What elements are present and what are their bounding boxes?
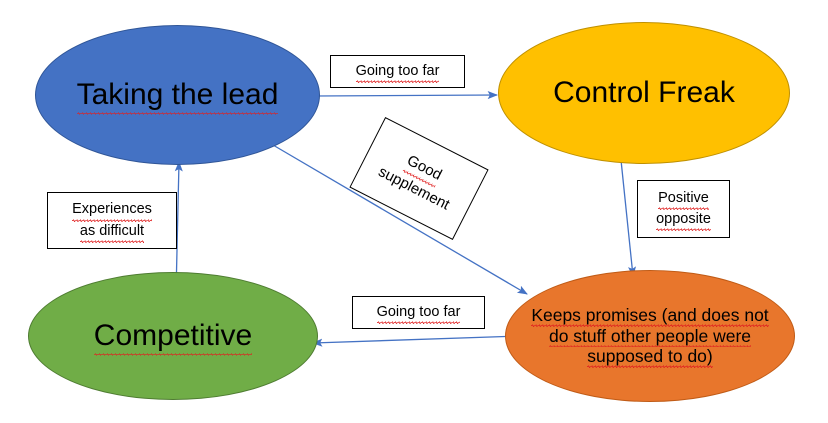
- edge-label-experiences-text: Experiences as difficult: [72, 199, 152, 243]
- edge-label-going-too-far-bottom[interactable]: Going too far: [352, 296, 485, 329]
- edge-lead-to-control: [315, 91, 499, 100]
- edge-label-experiences-line-1: Experiences: [72, 199, 152, 222]
- node-control-freak-label: Control Freak: [553, 76, 735, 110]
- node-taking-the-lead[interactable]: Taking the lead: [35, 25, 320, 165]
- node-keeps-promises-line-2: do stuff other people were: [548, 325, 752, 347]
- edge-label-positive-opposite-line-2: opposite: [656, 209, 711, 232]
- node-keeps-promises-line-1: Keeps promises (and does not: [531, 305, 770, 327]
- edge-control-to-keeps: [620, 159, 637, 278]
- node-competitive[interactable]: Competitive: [28, 272, 318, 400]
- edge-label-good-supplement-text: Good supplement: [374, 141, 464, 216]
- node-control-freak[interactable]: Control Freak: [498, 22, 790, 164]
- edge-label-positive-opposite-text: Positive opposite: [656, 188, 711, 232]
- edge-label-positive-opposite-line-1: Positive: [658, 188, 709, 211]
- node-competitive-text: Competitive: [93, 319, 253, 357]
- edge-label-going-too-far-bottom-inner: Going too far: [376, 302, 460, 325]
- edge-label-going-too-far-top-inner: Going too far: [355, 61, 439, 84]
- node-keeps-promises-line-3: supposed to do): [587, 346, 713, 368]
- edge-label-going-too-far-top[interactable]: Going too far: [330, 55, 465, 88]
- node-keeps-promises[interactable]: Keeps promises (and does not do stuff ot…: [505, 270, 795, 402]
- edge-label-going-too-far-top-text: Going too far: [355, 61, 439, 84]
- edge-label-good-supplement[interactable]: Good supplement: [349, 116, 489, 241]
- edge-label-going-too-far-bottom-text: Going too far: [376, 302, 460, 325]
- edge-label-experiences-line-2: as difficult: [79, 221, 145, 243]
- edge-label-experiences-as-difficult[interactable]: Experiences as difficult: [47, 192, 177, 249]
- edge-label-positive-opposite[interactable]: Positive opposite: [637, 180, 730, 238]
- node-competitive-label: Competitive: [84, 318, 262, 357]
- edge-keeps-to-competitive: [311, 335, 521, 347]
- node-taking-the-lead-label: Taking the lead: [67, 77, 289, 116]
- node-keeps-promises-label: Keeps promises (and does not do stuff ot…: [521, 305, 778, 368]
- node-taking-the-lead-text: Taking the lead: [76, 78, 279, 116]
